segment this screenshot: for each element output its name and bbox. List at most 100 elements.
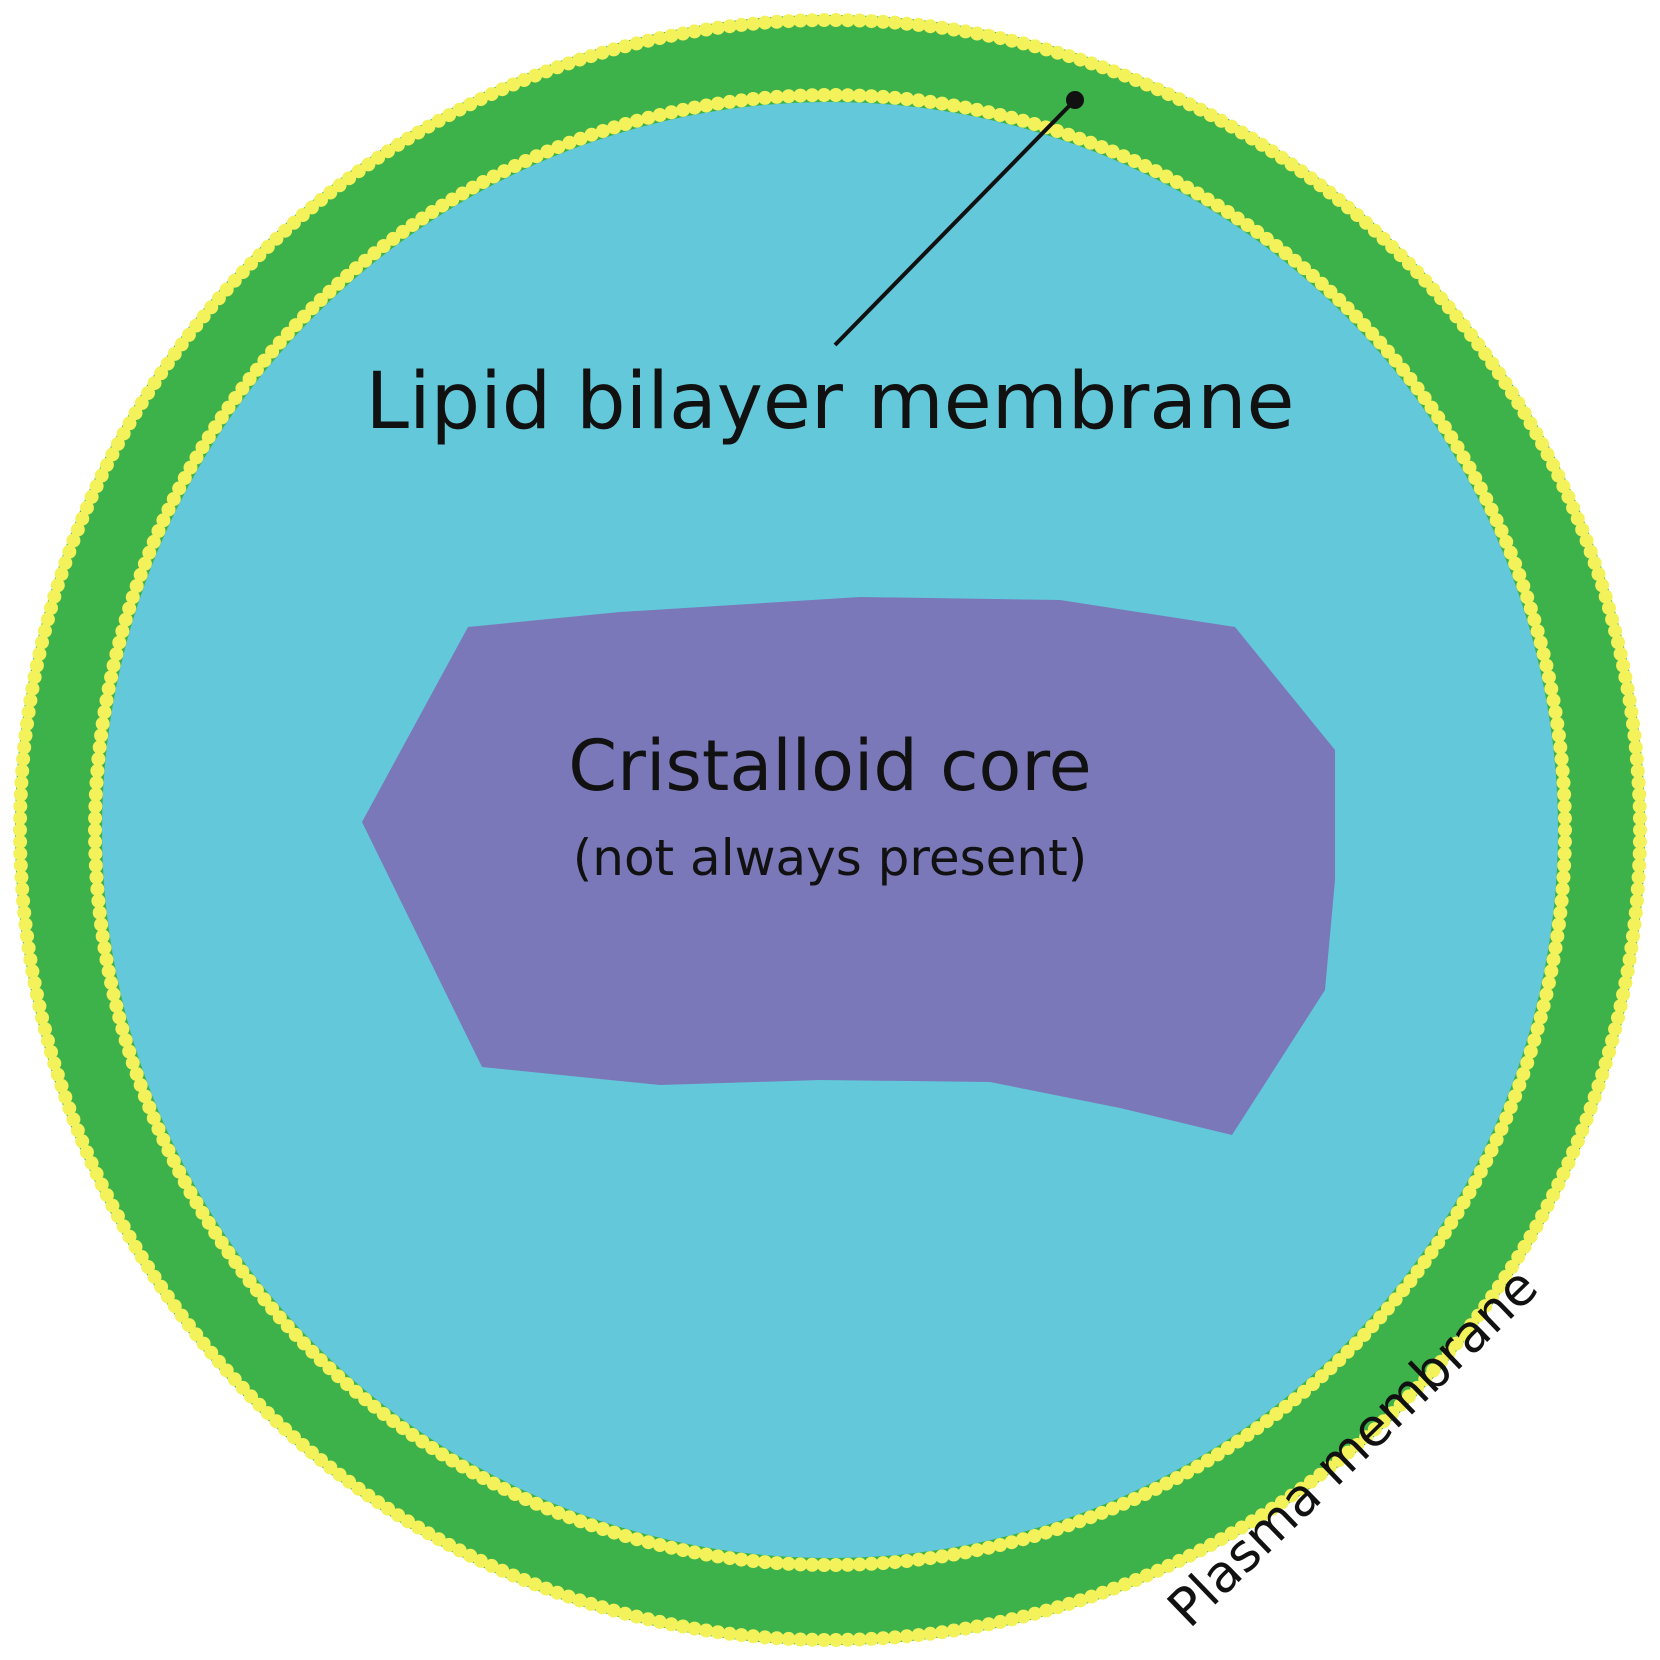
lipid-head: [1540, 447, 1555, 462]
lipid-head: [21, 705, 36, 720]
lipid-head: [1038, 1525, 1053, 1540]
lipid-head: [1473, 481, 1488, 496]
lipid-head: [421, 1526, 436, 1541]
lipid-head: [1520, 590, 1535, 605]
lipid-head: [25, 964, 40, 979]
lipid-head: [118, 1033, 133, 1048]
lipid-head: [1508, 556, 1523, 571]
lipid-head: [993, 1538, 1008, 1552]
lipid-head: [840, 1557, 855, 1572]
lipid-head: [35, 635, 49, 650]
lipid-head: [1234, 1520, 1249, 1535]
lipid-head: [1628, 905, 1643, 920]
lipid-head: [970, 1543, 984, 1558]
lipid-head: [125, 590, 140, 605]
lipid-head: [1294, 164, 1309, 179]
lipid-head: [1556, 870, 1571, 885]
lipid-head: [781, 1631, 796, 1646]
lipid-head: [1230, 211, 1245, 226]
lipid-head: [445, 192, 460, 207]
lipid-head: [888, 90, 902, 105]
cristalloid-core: [362, 597, 1335, 1135]
lipid-head: [1608, 1022, 1623, 1037]
lipid-head: [118, 612, 133, 627]
lipid-head: [242, 1274, 257, 1288]
lipid-head: [769, 14, 784, 29]
lipid-head: [214, 410, 229, 425]
lipid-head: [1541, 670, 1556, 685]
lipid-head: [506, 1568, 521, 1583]
lipid-head: [1265, 1501, 1279, 1516]
lipid-head: [529, 1496, 544, 1511]
lipid-head: [1403, 372, 1418, 386]
lipid-head: [1083, 1510, 1098, 1525]
lipid-head: [99, 1188, 114, 1203]
lipid-head: [540, 1501, 555, 1516]
lipid-head: [1016, 36, 1031, 51]
lipid-head: [595, 45, 610, 60]
lipid-head: [506, 77, 521, 92]
lipid-head: [935, 20, 950, 35]
lipid-head: [1558, 823, 1572, 837]
lipid-head: [13, 811, 28, 826]
lipid-head: [1159, 1476, 1174, 1491]
lipid-head: [1027, 117, 1042, 131]
lipid-head: [16, 893, 31, 908]
lipid-head: [1265, 144, 1279, 159]
lipid-head: [70, 1123, 85, 1138]
lipid-head: [1303, 1474, 1318, 1489]
lipid-head: [35, 1010, 49, 1025]
lipid-head: [1274, 1495, 1289, 1510]
lipid-head: [1039, 1603, 1054, 1618]
lipid-head: [958, 1621, 973, 1636]
lipid-head: [112, 1010, 127, 1025]
lipid-head: [699, 1547, 714, 1562]
lipid-head: [109, 647, 124, 662]
lipid-head: [1511, 1250, 1526, 1264]
lipid-head: [1520, 1055, 1535, 1070]
lipid-head: [1072, 1514, 1087, 1529]
lipid-head: [101, 681, 116, 696]
lipid-head: [828, 88, 843, 102]
lipid-head: [1587, 1090, 1602, 1105]
lipid-head: [1050, 45, 1065, 60]
lipid-head: [473, 1553, 488, 1568]
lipid-head: [391, 1508, 405, 1523]
lipid-head: [687, 1621, 702, 1636]
lipid-head: [1138, 159, 1153, 173]
lipid-head: [405, 218, 420, 233]
lipid-head: [391, 137, 405, 152]
lipid-head: [47, 589, 62, 604]
lipid-head: [95, 716, 110, 731]
lipid-head: [1546, 1188, 1561, 1203]
lipid-head: [1004, 110, 1019, 125]
lipid-head: [452, 102, 467, 117]
lipid-head: [710, 1549, 725, 1564]
lipid-head: [1550, 929, 1565, 944]
lipid-head: [495, 82, 510, 97]
lipid-head: [88, 823, 102, 837]
lipid-head: [75, 1134, 90, 1149]
lipid-head: [911, 17, 926, 32]
lipid-head: [572, 52, 587, 67]
lipid-head: [1094, 140, 1109, 155]
lipid-head: [66, 533, 81, 548]
lipid-head: [1618, 975, 1633, 990]
lipid-head: [431, 113, 446, 128]
lipid-head: [1544, 964, 1559, 979]
lipid-head: [27, 975, 42, 990]
lipid-head: [758, 1630, 772, 1645]
lipid-head: [1605, 612, 1620, 627]
lipid-head: [109, 998, 124, 1013]
lipid-head: [1557, 787, 1572, 802]
lipid-head: [15, 882, 30, 897]
lipid-head: [455, 1459, 470, 1474]
lipid-head: [1539, 658, 1554, 673]
lipid-head: [746, 92, 761, 106]
lipid-bilayer-pointer-line: [833, 98, 1077, 347]
lipid-head: [84, 489, 99, 504]
lipid-head: [911, 93, 926, 108]
lipid-head: [1027, 1529, 1042, 1543]
lipid-head: [923, 1626, 938, 1641]
